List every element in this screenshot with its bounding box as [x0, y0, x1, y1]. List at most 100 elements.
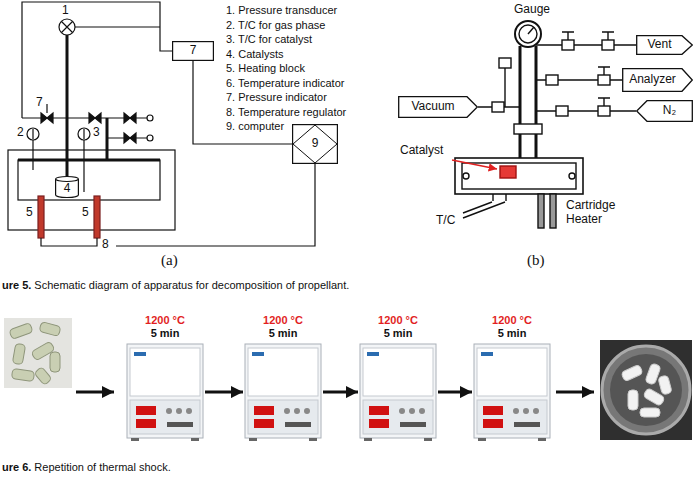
- callout-number: 5: [26, 206, 33, 220]
- furnace-foot: [538, 438, 546, 441]
- control-panel: [363, 400, 433, 434]
- callout-number: 8: [102, 238, 109, 252]
- button: [284, 408, 290, 414]
- key-item: 8. Temperature regulator: [226, 106, 346, 119]
- pipe: [478, 45, 636, 111]
- key-item: 6. Temperature indicator: [226, 77, 344, 90]
- catalyst-cup: 4: [55, 176, 79, 198]
- reactor-lid: [18, 159, 160, 162]
- pipe-fitting: [598, 75, 610, 85]
- callout-number: 5: [82, 206, 89, 220]
- furnace-foot: [424, 438, 432, 441]
- display: [254, 406, 274, 415]
- furnace-foot: [309, 438, 317, 441]
- pellet: [621, 363, 672, 417]
- furnace-foot: [249, 438, 257, 441]
- reactor-block: [462, 163, 576, 189]
- part-label: Gauge: [514, 3, 550, 17]
- switch: [514, 422, 540, 427]
- valve-symbol: [89, 113, 101, 123]
- button: [533, 408, 539, 414]
- gauge-dial: [519, 25, 537, 43]
- furnace-body: [360, 344, 436, 438]
- display: [136, 419, 156, 428]
- pipe-fitting: [514, 124, 542, 134]
- node-text: N₂: [663, 104, 676, 118]
- cup-outline: [56, 179, 79, 198]
- apparatus-b: [452, 21, 636, 228]
- arrow-outline: [637, 101, 693, 122]
- button: [294, 408, 300, 414]
- duration-text: 5 min: [151, 327, 180, 340]
- cartridge-heater: [550, 194, 556, 228]
- pellet: [658, 375, 672, 395]
- pellet: [50, 352, 60, 372]
- computer-box: 9: [292, 124, 338, 164]
- process-arrow: [438, 391, 472, 394]
- panel-label: (a): [161, 252, 178, 269]
- arrow-outline: [623, 69, 693, 92]
- display: [136, 406, 156, 415]
- part-label: Catalyst: [400, 144, 443, 158]
- furnace: 1200 °C5 min: [472, 314, 552, 442]
- pressure-transducer: [62, 22, 73, 33]
- cup-rim: [56, 177, 79, 182]
- catalyst-bed: [500, 166, 516, 178]
- control-panel: [477, 400, 547, 434]
- duration-text: 5 min: [269, 327, 298, 340]
- display: [483, 419, 503, 428]
- node-text: Vent: [647, 38, 671, 52]
- pellet: [34, 367, 52, 386]
- furnace: 1200 °C5 min: [243, 314, 323, 442]
- button: [166, 408, 172, 414]
- pipe-fitting: [546, 75, 558, 85]
- gas-line: [22, 2, 172, 118]
- node-text: Analyzer: [629, 73, 676, 87]
- caption-number: ure 5.: [2, 279, 31, 292]
- callout-number: 3: [93, 126, 100, 140]
- display: [369, 419, 389, 428]
- furnace: 1200 °C5 min: [125, 314, 205, 442]
- caption-number: ure 6.: [2, 461, 31, 474]
- gauge-stub: [46, 104, 47, 113]
- process-arrow: [205, 391, 243, 394]
- switch: [167, 422, 193, 427]
- schematic-a: [8, 2, 315, 246]
- pipe-fitting: [598, 106, 610, 116]
- box-outline: [293, 125, 338, 164]
- duration-text: 5 min: [498, 327, 527, 340]
- arrow-outline: [399, 97, 478, 118]
- thermocouple-port: [493, 194, 506, 201]
- furnace-logo: [252, 352, 264, 356]
- pellet: [39, 322, 61, 337]
- indicator-box: 7: [172, 41, 214, 61]
- pellet: [628, 390, 638, 410]
- pellet: [640, 408, 660, 417]
- fitting: [147, 115, 153, 121]
- reactor-inner: [18, 160, 160, 200]
- heating-block: [94, 196, 100, 238]
- feed-tube: [106, 118, 109, 160]
- temperature-text: 1200 °C: [492, 314, 532, 327]
- temperature-text: 1200 °C: [378, 314, 418, 327]
- furnace-logo: [481, 352, 493, 356]
- reactor-block: [455, 158, 583, 194]
- pellet-photo: [4, 318, 72, 388]
- control-panel: [130, 400, 200, 434]
- key-item: 1. Pressure transducer: [226, 4, 337, 17]
- furnace-door: [477, 348, 547, 396]
- pipe-fitting: [499, 58, 511, 68]
- part-label: T/C: [436, 214, 455, 228]
- temperature-text: 1200 °C: [145, 314, 185, 327]
- pipe-fitting: [602, 40, 614, 50]
- furnace-door: [248, 348, 318, 396]
- display: [483, 406, 503, 415]
- furnace-door: [363, 348, 433, 396]
- display: [369, 406, 389, 415]
- analyzer-arrow: Analyzer: [622, 68, 693, 92]
- reactor-vessel: [8, 150, 175, 230]
- pellet: [9, 322, 61, 386]
- leader-line: [452, 160, 497, 169]
- furnace-foot: [131, 438, 139, 441]
